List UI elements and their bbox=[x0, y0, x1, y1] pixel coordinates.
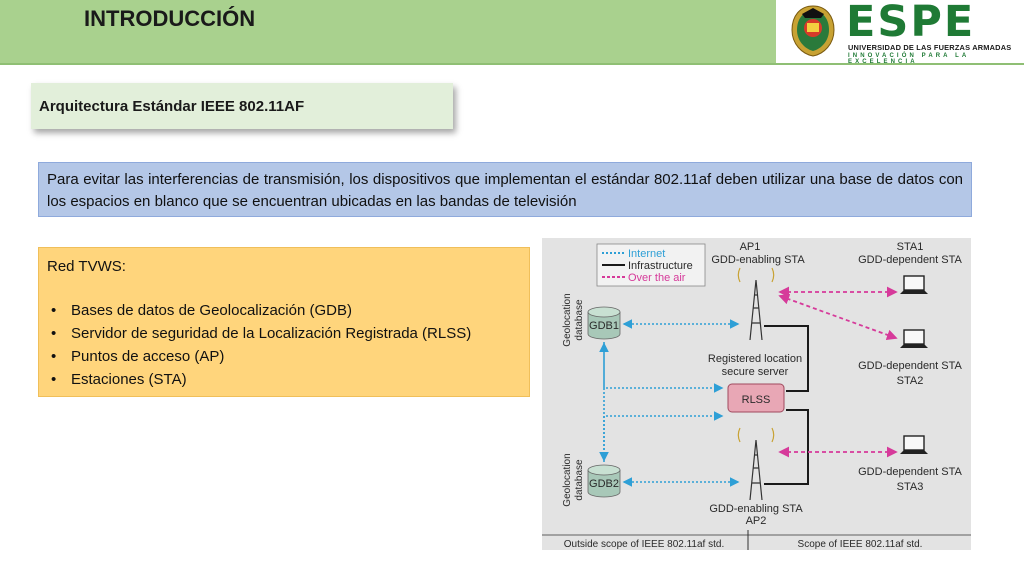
university-seal-icon bbox=[791, 5, 835, 57]
link-gdb2-rlss bbox=[603, 411, 724, 462]
link-ap1-sta2 bbox=[778, 293, 898, 341]
info-text-box: Para evitar las interferencias de transm… bbox=[38, 162, 972, 217]
section-title-box: Arquitectura Estándar IEEE 802.11AF bbox=[31, 83, 453, 129]
tvws-list-box: Red TVWS: Bases de datos de Geolocalizac… bbox=[38, 247, 530, 397]
sta2-name: STA2 bbox=[897, 375, 924, 387]
espe-logo-text: ESPE bbox=[846, 0, 976, 47]
geo-db-label-bottom-2: database bbox=[574, 459, 585, 501]
rlss-label-2: secure server bbox=[722, 366, 789, 378]
gdb2-database-icon bbox=[587, 464, 621, 498]
espe-logo: ESPE UNIVERSIDAD DE LAS FUERZAS ARMADAS … bbox=[776, 0, 1024, 65]
rlss-box bbox=[727, 383, 785, 413]
list-heading: Red TVWS: bbox=[47, 258, 126, 275]
sta3-label: GDD-dependent STA bbox=[858, 466, 962, 478]
scope-outside-label: Outside scope of IEEE 802.11af std. bbox=[564, 539, 724, 550]
architecture-diagram-svg: Internet Infrastructure Over the air AP1… bbox=[542, 241, 971, 550]
geo-db-label-top-1: Geolocation bbox=[562, 293, 573, 346]
sta1-label: GDD-dependent STA bbox=[858, 254, 962, 266]
legend-internet-label: Internet bbox=[628, 248, 665, 260]
ap1-label: GDD-enabling STA bbox=[711, 254, 805, 266]
legend-over-the-air-label: Over the air bbox=[628, 272, 686, 284]
ap1-tower-icon bbox=[737, 267, 775, 341]
architecture-diagram: Internet Infrastructure Over the air AP1… bbox=[542, 238, 971, 550]
list-item: Bases de datos de Geolocalización (GDB) bbox=[47, 299, 521, 322]
geo-db-label-bottom-1: Geolocation bbox=[562, 453, 573, 506]
ap2-label: GDD-enabling STA bbox=[709, 503, 803, 515]
gdb2-label: GDB2 bbox=[589, 478, 619, 490]
sta1-name: STA1 bbox=[897, 241, 924, 253]
ap1-name: AP1 bbox=[740, 241, 761, 253]
list-item: Servidor de seguridad de la Localización… bbox=[47, 322, 521, 345]
list-item: Puntos de acceso (AP) bbox=[47, 345, 521, 368]
link-rlss-ap2 bbox=[764, 409, 809, 485]
section-title: Arquitectura Estándar IEEE 802.11AF bbox=[39, 97, 305, 115]
sta2-laptop-icon bbox=[900, 329, 928, 348]
gdb1-database-icon bbox=[587, 306, 621, 340]
tvws-list: Bases de datos de Geolocalización (GDB) … bbox=[47, 299, 521, 391]
university-motto: INNOVACIÓN PARA LA EXCELENCIA bbox=[848, 53, 970, 65]
sta3-laptop-icon bbox=[900, 435, 928, 454]
ap2-name: AP2 bbox=[746, 515, 767, 527]
sta2-label: GDD-dependent STA bbox=[858, 360, 962, 372]
page-title: INTRODUCCIÓN bbox=[84, 6, 256, 31]
sta3-name: STA3 bbox=[897, 481, 924, 493]
legend: Internet Infrastructure Over the air bbox=[596, 243, 706, 287]
gdb1-label: GDB1 bbox=[589, 320, 619, 332]
sta1-laptop-icon bbox=[900, 275, 928, 294]
link-gdb1-rlss bbox=[603, 342, 724, 393]
scope-inside-label: Scope of IEEE 802.11af std. bbox=[798, 539, 923, 550]
header-bar: INTRODUCCIÓN ESPE UNIVERSIDAD DE LAS FUE… bbox=[0, 0, 1024, 65]
geo-db-label-top-2: database bbox=[574, 299, 585, 341]
list-item: Estaciones (STA) bbox=[47, 368, 521, 391]
rlss-name: RLSS bbox=[742, 394, 771, 406]
university-name: UNIVERSIDAD DE LAS FUERZAS ARMADAS bbox=[848, 43, 1012, 52]
rlss-label-1: Registered location bbox=[708, 353, 802, 365]
ap2-tower-icon bbox=[737, 427, 775, 501]
legend-infrastructure-label: Infrastructure bbox=[628, 260, 693, 272]
